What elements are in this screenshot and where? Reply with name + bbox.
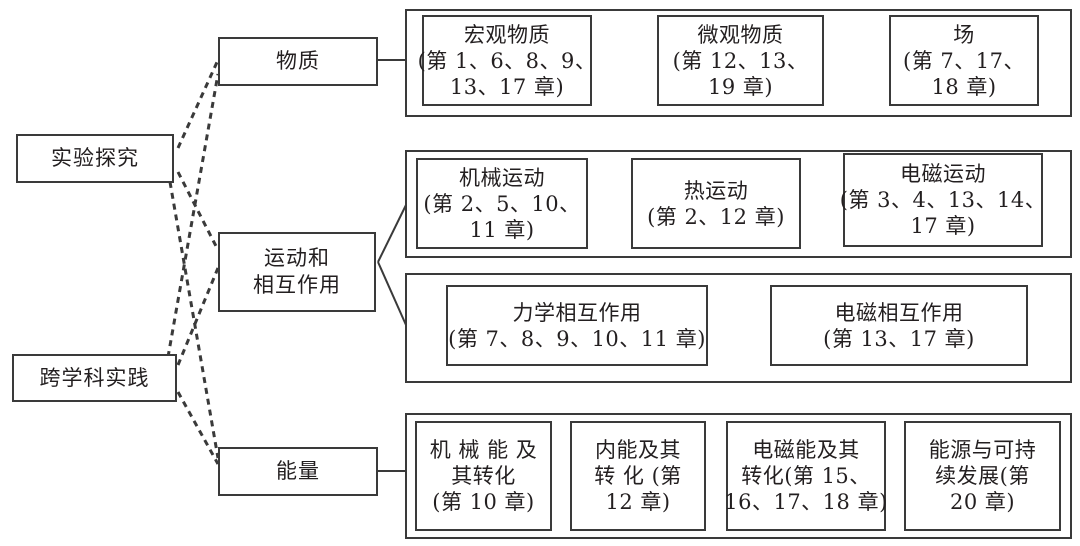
motion-item-electromagnetic-line1: (第 3、4、13、14、	[839, 188, 1047, 212]
experiment-label: 实验探究	[51, 146, 139, 170]
matter-item-field-title: 场	[953, 22, 975, 47]
energy-item-electromagnetic-line2: 转化(第 15、	[741, 464, 871, 488]
energy-group	[405, 413, 1072, 539]
energy-item-internal-line1: 内能及其	[595, 438, 681, 462]
matter-item-field-line2: 18 章)	[931, 74, 997, 99]
energy-item-electromagnetic-line1: 电磁能及其	[752, 438, 860, 462]
energy-label: 能量	[276, 459, 320, 483]
energy-item-internal: 内能及其 转 化 (第 12 章)	[570, 421, 706, 531]
experiment-box: 实验探究	[16, 134, 174, 183]
practice-box: 跨学科实践	[12, 354, 177, 402]
motion-item-mechanical-line1: (第 2、5、10、	[423, 191, 581, 216]
energy-item-sustainable-line2: 续发展(第	[935, 464, 1030, 488]
interaction-item-mechanical-title: 力学相互作用	[512, 300, 642, 325]
energy-item-mechanical-line3: (第 10 章)	[432, 490, 535, 514]
motion-item-thermal-line1: (第 2、12 章)	[647, 204, 785, 229]
interaction-item-electromagnetic-line1: (第 13、17 章)	[823, 326, 975, 351]
matter-item-macro-title: 宏观物质	[464, 22, 550, 47]
matter-item-micro-title: 微观物质	[697, 22, 784, 47]
matter-label: 物质	[276, 49, 320, 73]
matter-item-macro: 宏观物质 (第 1、6、8、9、 13、17 章)	[418, 15, 596, 106]
motion-item-electromagnetic: 电磁运动 (第 3、4、13、14、 17 章)	[840, 153, 1046, 247]
dashed-link-practice-energy	[176, 391, 220, 465]
energy-item-mechanical-line1: 机 械 能 及	[429, 438, 538, 462]
motion-item-electromagnetic-title: 电磁运动	[900, 162, 986, 186]
energy-item-mechanical-line2: 其转化	[451, 464, 516, 488]
interaction-item-electromagnetic: 电磁相互作用 (第 13、17 章)	[770, 285, 1028, 366]
link-interaction-group	[377, 261, 407, 326]
energy-item-internal-line2: 转 化 (第	[594, 464, 682, 488]
interaction-item-mechanical: 力学相互作用 (第 7、8、9、10、11 章)	[446, 285, 708, 366]
matter-item-macro-line2: 13、17 章)	[449, 74, 565, 99]
energy-item-internal-line3: 12 章)	[605, 490, 671, 514]
practice-label: 跨学科实践	[39, 365, 150, 390]
matter-group	[405, 9, 1072, 117]
interaction-item-mechanical-line1: (第 7、8、9、10、11 章)	[448, 326, 706, 351]
energy-item-sustainable-line1: 能源与可持	[928, 438, 1037, 462]
motion-item-mechanical: 机械运动 (第 2、5、10、 11 章)	[416, 158, 588, 249]
matter-item-field-line1: (第 7、17、	[903, 48, 1025, 73]
motion-box: 运动和 相互作用	[218, 232, 376, 312]
energy-item-sustainable-line3: 20 章)	[949, 490, 1016, 514]
dashed-link-experiment-energy	[168, 181, 220, 459]
matter-item-field: 场 (第 7、17、 18 章)	[889, 15, 1039, 106]
dashed-link-experiment-matter	[176, 59, 220, 149]
matter-item-micro-line1: (第 12、13、	[672, 48, 809, 73]
matter-item-micro-line2: 19 章)	[707, 74, 774, 99]
motion-item-thermal: 热运动 (第 2、12 章)	[631, 158, 801, 249]
motion-item-mechanical-line2: 11 章)	[469, 217, 535, 242]
link-motion-group	[377, 204, 407, 263]
motion-group	[405, 150, 1072, 258]
matter-item-macro-line1: (第 1、6、8、9、	[417, 48, 597, 73]
motion-item-thermal-title: 热运动	[683, 178, 749, 203]
motion-label-line1: 运动和	[264, 246, 330, 270]
energy-box: 能量	[218, 447, 378, 496]
energy-item-electromagnetic: 电磁能及其 转化(第 15、 16、17、18 章)	[724, 421, 888, 531]
motion-item-mechanical-title: 机械运动	[459, 165, 545, 190]
dashed-link-practice-matter	[166, 73, 220, 358]
energy-item-mechanical: 机 械 能 及 其转化 (第 10 章)	[415, 421, 552, 531]
matter-box: 物质	[218, 37, 378, 86]
motion-item-electromagnetic-line2: 17 章)	[910, 214, 976, 238]
dashed-link-experiment-motion	[176, 171, 220, 251]
interaction-group	[405, 273, 1072, 383]
energy-item-electromagnetic-line3: 16、17、18 章)	[724, 490, 888, 514]
motion-label-line2: 相互作用	[253, 273, 341, 297]
matter-item-micro: 微观物质 (第 12、13、 19 章)	[657, 15, 824, 106]
energy-item-sustainable: 能源与可持 续发展(第 20 章)	[904, 421, 1061, 531]
interaction-item-electromagnetic-title: 电磁相互作用	[834, 300, 964, 325]
